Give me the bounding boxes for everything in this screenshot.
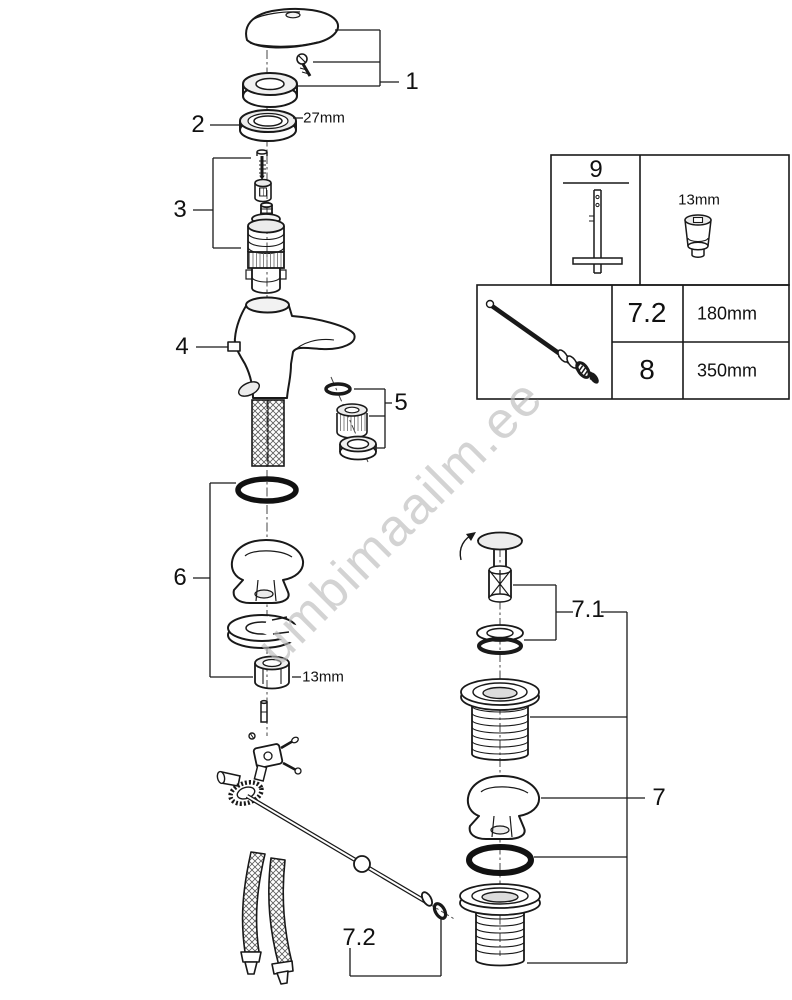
mounting-wedge-drawing xyxy=(230,539,305,604)
part-label-5: 5 xyxy=(394,389,408,416)
cartridge-drawing xyxy=(245,201,287,294)
part-label-2: 2 xyxy=(191,111,205,138)
mounting-horseshoe-drawing xyxy=(227,614,303,649)
drain-wedge-drawing xyxy=(466,775,541,840)
escutcheon-ring-drawing xyxy=(239,109,297,142)
rod-linkage-drawing xyxy=(216,732,448,920)
handle-screw-drawing xyxy=(296,53,312,77)
part-label-6: 6 xyxy=(173,564,187,591)
socket-adapter-drawing xyxy=(684,214,712,258)
table-length-8: 350mm xyxy=(696,360,758,381)
cartridge-screw-drawing xyxy=(256,149,268,180)
part-label-1: 1 xyxy=(405,68,419,95)
cartridge-adapter-drawing xyxy=(254,178,272,203)
supply-hoses-drawing xyxy=(240,851,294,985)
drain-plug-drawing xyxy=(459,531,523,603)
handle-lever-drawing xyxy=(245,7,339,49)
callout-27mm: 27mm xyxy=(303,109,345,127)
part-label-7-1: 7.1 xyxy=(571,596,605,623)
part-label-9: 9 xyxy=(589,156,603,183)
drain-oring-drawing xyxy=(466,844,534,876)
drain-body-drawing xyxy=(460,678,540,761)
aerator-parts-drawing xyxy=(324,382,377,461)
part-label-7: 7 xyxy=(652,784,666,811)
drain-washer-drawing xyxy=(476,624,524,655)
callout-lines xyxy=(193,29,645,977)
reference-box xyxy=(476,154,790,400)
drain-tailpiece-drawing xyxy=(459,883,541,967)
part-label-3: 3 xyxy=(173,196,187,223)
mounting-tool-drawing xyxy=(572,189,623,274)
table-part-7-2: 7.2 xyxy=(627,297,667,328)
table-part-8: 8 xyxy=(639,354,655,385)
callout-13mm-nut: 13mm xyxy=(302,668,344,686)
supply-hose-shank-drawing xyxy=(251,399,285,467)
callout-13mm-adapter: 13mm xyxy=(678,191,720,209)
faucet-body-drawing xyxy=(227,296,356,399)
mounting-nut-drawing xyxy=(254,655,290,690)
pin-drawing xyxy=(260,699,268,723)
table-length-7-2: 180mm xyxy=(696,303,758,324)
oring-drawing xyxy=(235,476,299,504)
cap-ring-drawing xyxy=(242,72,298,108)
threaded-rod-drawing xyxy=(485,299,599,384)
part-label-7-2: 7.2 xyxy=(342,924,376,951)
part-label-4: 4 xyxy=(175,333,189,360)
